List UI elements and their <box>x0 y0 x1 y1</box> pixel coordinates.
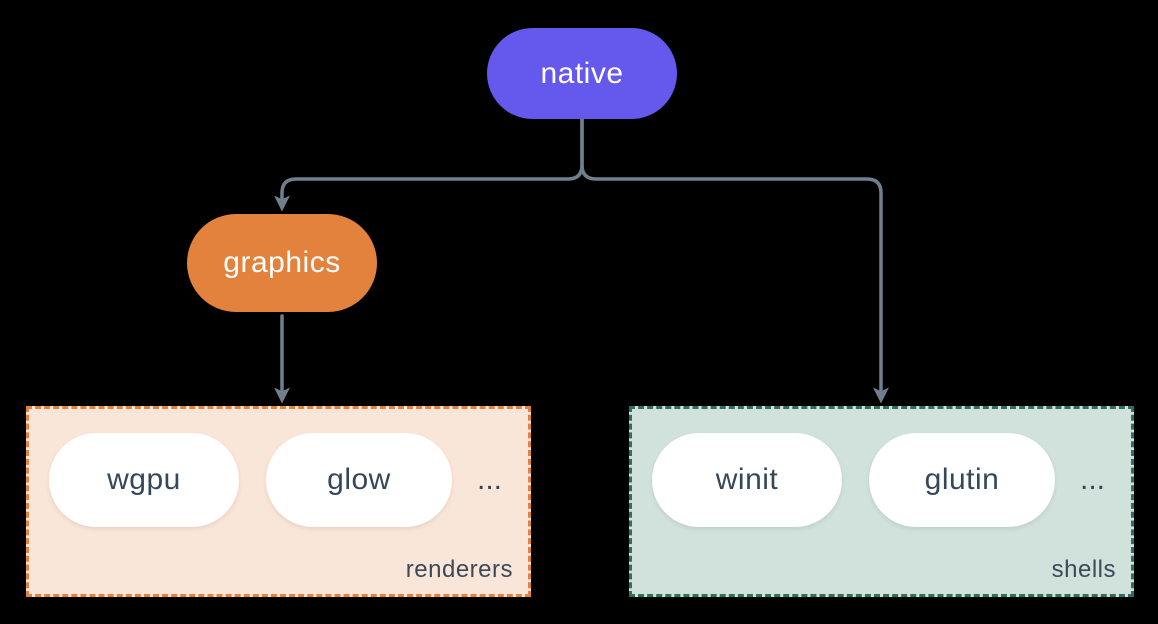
pill-glow: glow <box>266 433 452 527</box>
pill-wgpu-label: wgpu <box>107 463 181 496</box>
pill-glutin-label: glutin <box>924 463 1000 496</box>
pill-glow-label: glow <box>327 463 391 496</box>
renderers-group-label: renderers <box>405 556 513 583</box>
group-shells: winit glutin ... shells <box>629 406 1134 597</box>
renderers-ellipsis: ... <box>477 463 503 496</box>
shells-ellipsis: ... <box>1080 463 1106 496</box>
node-native: native <box>487 28 677 119</box>
shells-group-label: shells <box>1051 556 1116 583</box>
node-graphics-label: graphics <box>223 246 341 279</box>
pill-winit-label: winit <box>715 463 779 496</box>
pill-winit: winit <box>652 433 842 527</box>
edge-native-shells <box>580 117 889 404</box>
pill-glutin: glutin <box>869 433 1055 527</box>
node-native-label: native <box>540 56 624 90</box>
group-renderers: wgpu glow ... renderers <box>26 406 531 597</box>
node-graphics: graphics <box>187 214 377 312</box>
pill-wgpu: wgpu <box>49 433 239 527</box>
edge-native-graphics <box>274 117 584 212</box>
